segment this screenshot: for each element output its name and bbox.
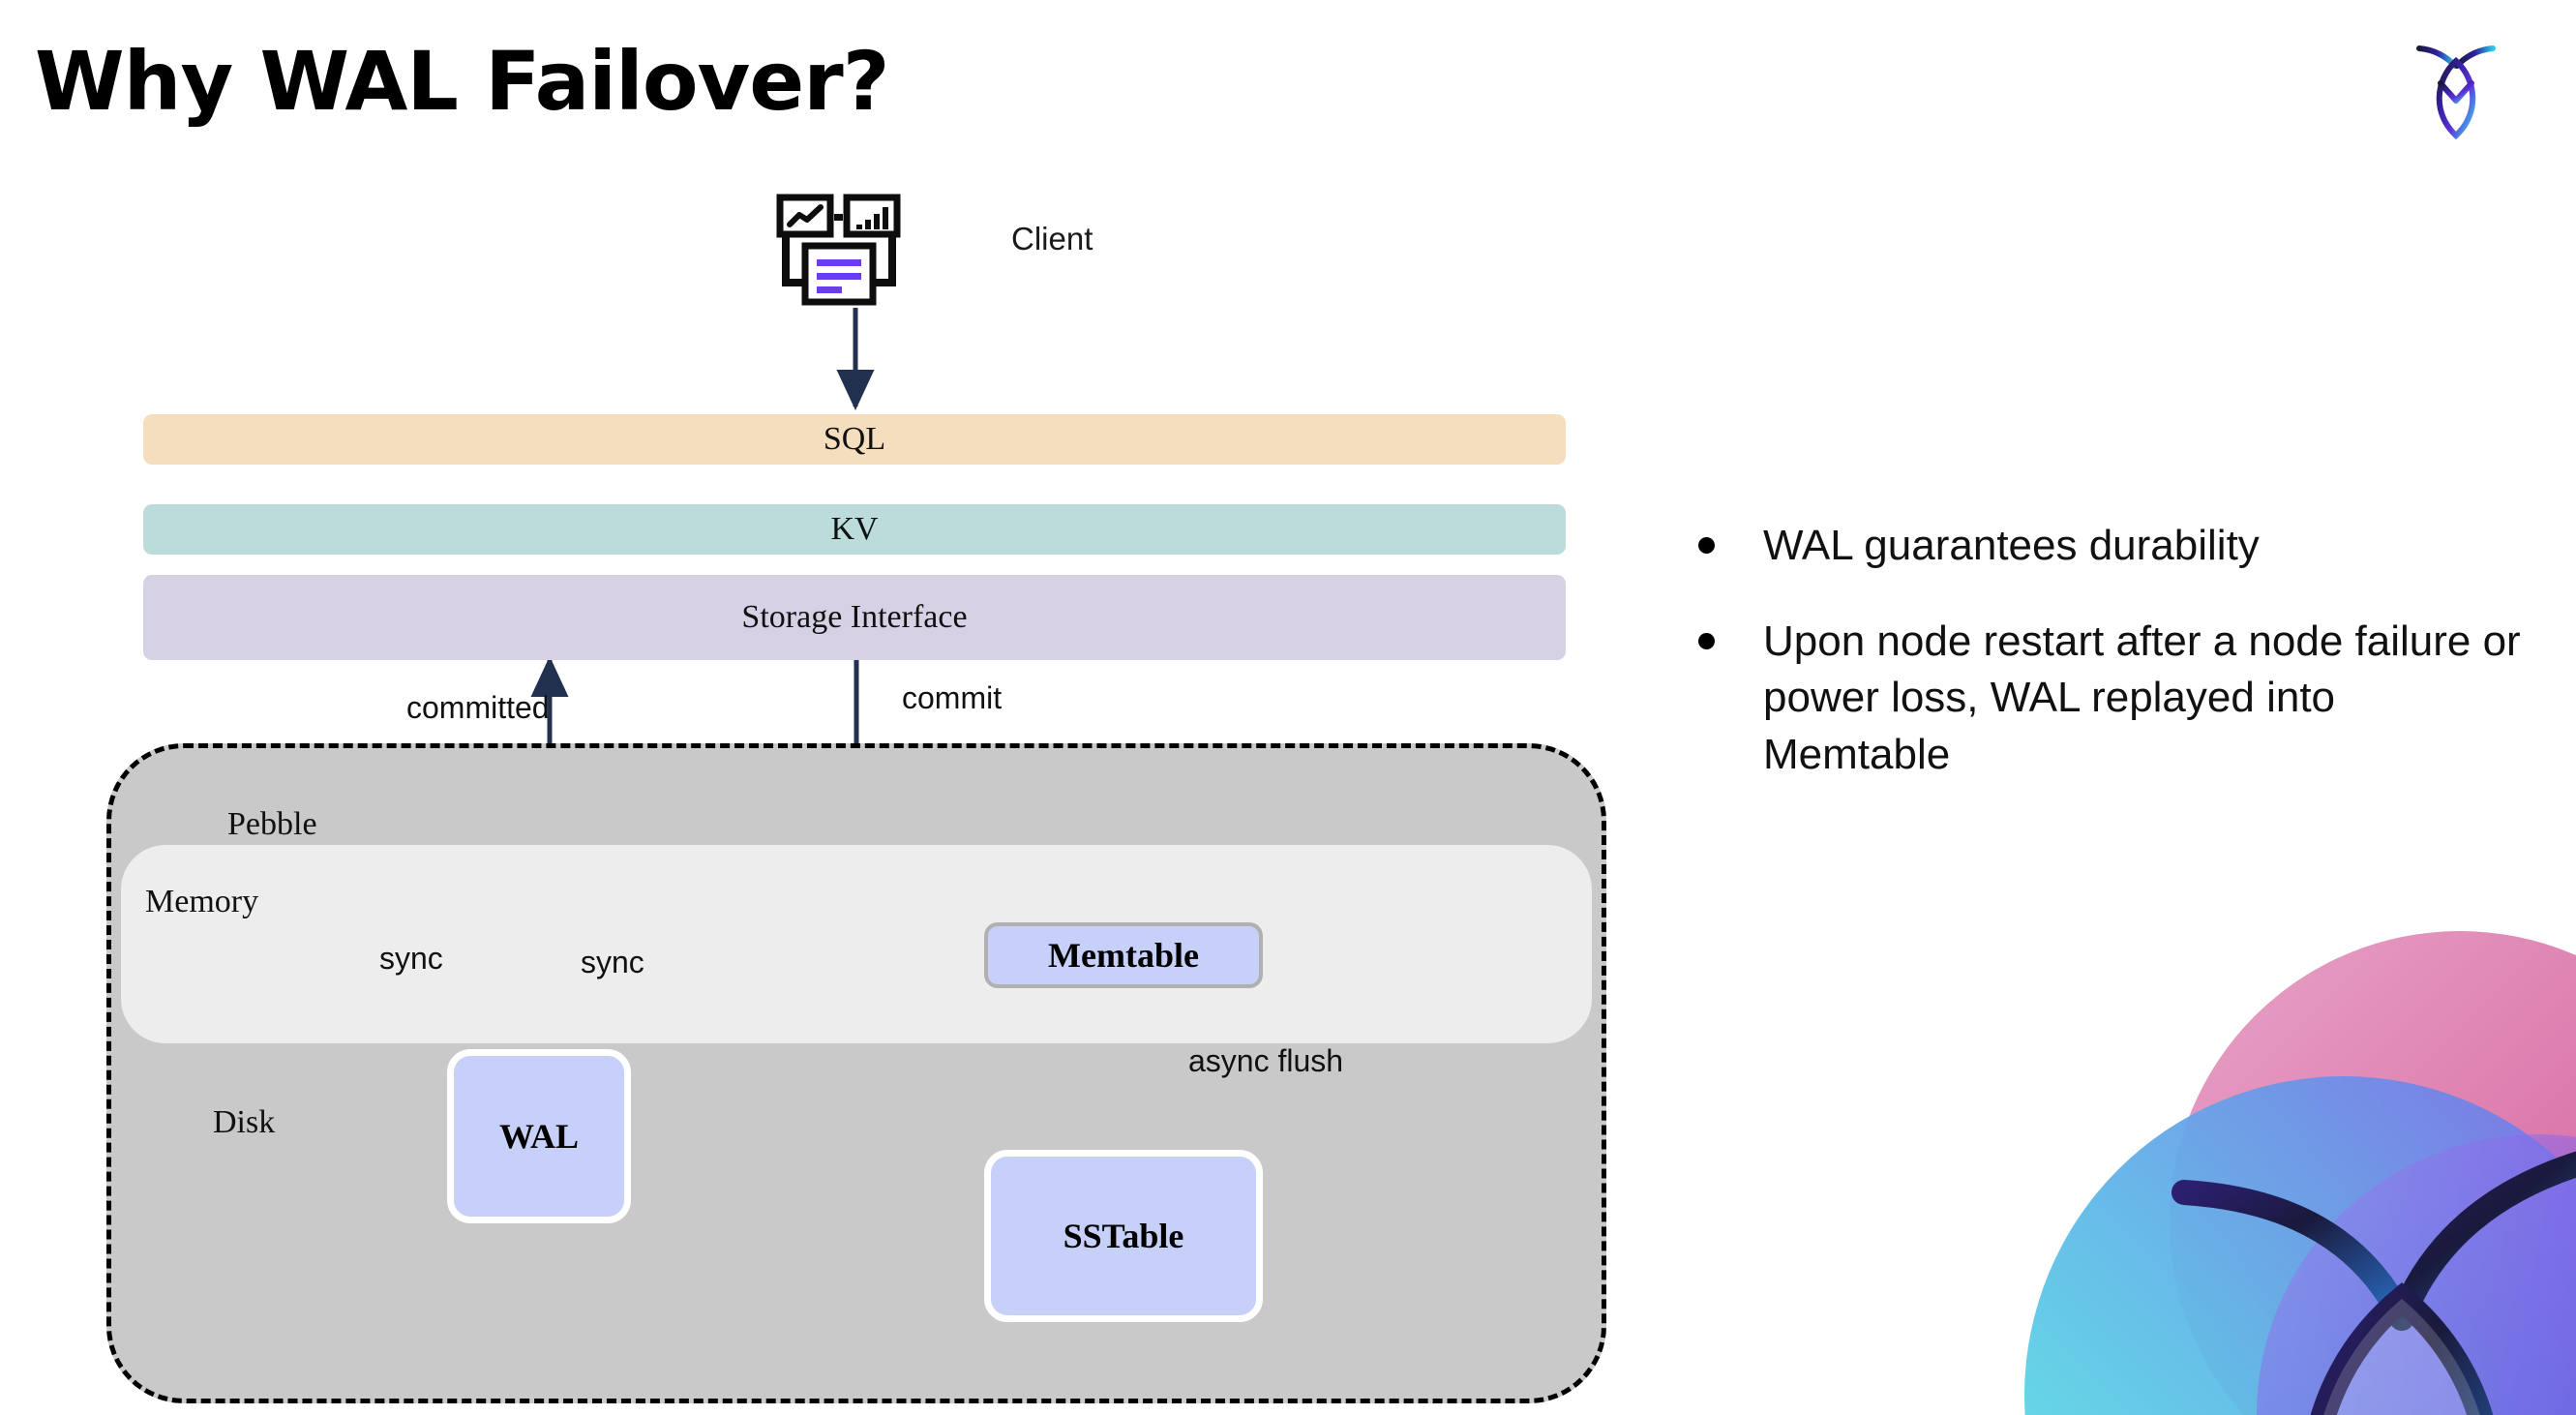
cockroachdb-logo	[2398, 27, 2514, 143]
bullet-dot-icon	[1698, 537, 1715, 554]
pebble-container: Pebble Memory Disk	[106, 743, 1606, 1403]
disk-label: Disk	[213, 1104, 276, 1140]
layer-bar-sql: SQL	[143, 414, 1566, 465]
client-dashboard-icon	[774, 194, 929, 310]
edge-label-sync-left: sync	[379, 941, 443, 976]
bullet-text: Upon node restart after a node failure o…	[1763, 617, 2521, 778]
architecture-diagram: Client SQL KV Storage Interface Pebble M…	[106, 194, 1606, 1403]
node-sstable: SSTable	[984, 1150, 1263, 1322]
page-title: Why WAL Failover?	[35, 34, 889, 129]
edge-label-commit: commit	[902, 680, 1003, 715]
bullet-item: Upon node restart after a node failure o…	[1698, 614, 2521, 784]
edge-label-async-flush: async flush	[1188, 1043, 1344, 1078]
cockroachdb-leaf-logo-icon	[2416, 45, 2496, 140]
layer-label-storage-interface: Storage Interface	[741, 599, 968, 635]
layer-label-kv: KV	[830, 511, 879, 547]
bullet-dot-icon	[1698, 632, 1715, 649]
cockroachdb-corner-decoration-icon	[2024, 931, 2576, 1415]
layer-bar-storage-interface: Storage Interface	[143, 575, 1566, 660]
memory-label: Memory	[145, 884, 259, 919]
node-wal: WAL	[447, 1049, 631, 1223]
corner-decoration	[1937, 912, 2576, 1415]
edge-label-sync-right: sync	[581, 945, 644, 979]
bullet-list: WAL guarantees durability Upon node rest…	[1698, 518, 2521, 822]
node-label-memtable: Memtable	[1048, 936, 1199, 975]
edge-label-committed: committed	[406, 690, 550, 725]
layer-label-sql: SQL	[823, 421, 886, 457]
node-memtable: Memtable	[984, 922, 1263, 988]
pebble-label: Pebble	[227, 806, 317, 842]
client-label: Client	[1011, 221, 1093, 256]
bullet-item: WAL guarantees durability	[1698, 518, 2521, 575]
node-label-sstable: SSTable	[1063, 1217, 1184, 1255]
bullet-text: WAL guarantees durability	[1763, 522, 2260, 569]
memory-region	[121, 845, 1592, 1043]
node-label-wal: WAL	[498, 1117, 580, 1156]
layer-bar-kv: KV	[143, 504, 1566, 555]
